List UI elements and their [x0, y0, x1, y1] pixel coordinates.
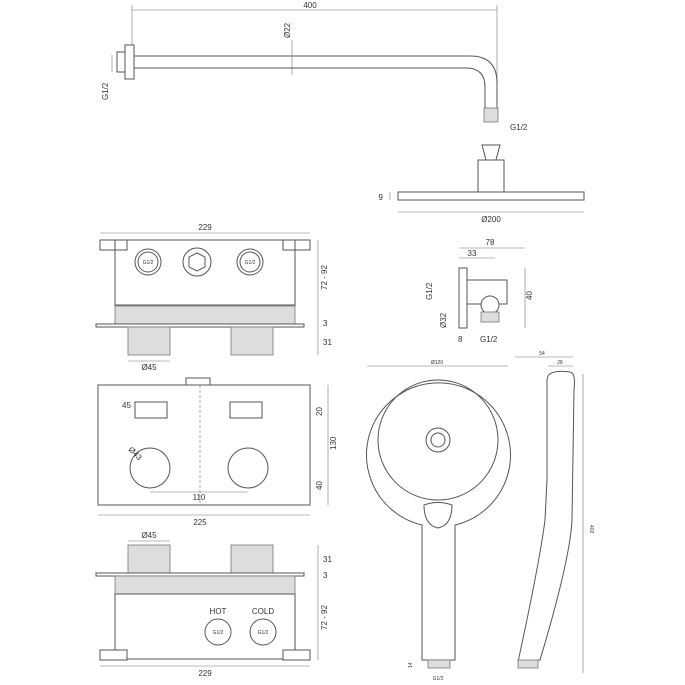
outlet-height-label: 40 — [525, 291, 534, 300]
cold-label: COLD — [252, 607, 274, 616]
bottom-plate-label: 3 — [323, 571, 328, 580]
hand-length-label: 402 — [588, 525, 594, 534]
front-knob-circle-label: Ø43 — [127, 445, 144, 462]
outlet-thread-label: G1/2 — [425, 282, 434, 300]
hand-thread-label: G1/2 — [433, 676, 444, 682]
top-plate-label: 3 — [323, 319, 328, 328]
front-knob-spacing-label: 110 — [193, 493, 206, 502]
hand-head-diameter-label: Ø120 — [431, 360, 443, 366]
hand-shower-drawing: Ø120 14 G1/2 54 28 402 — [366, 351, 594, 682]
valve-bottom-view: Ø45 HOT COLD G1/2 G1/2 31 3 72 - 92 229 — [95, 531, 332, 678]
bottom-port-right-label: G1/2 — [258, 630, 269, 636]
hand-head-depth-label: 28 — [557, 360, 563, 366]
rain-head-diameter-label: Ø200 — [481, 215, 501, 224]
valve-top-view: 229 G1/2 G1/2 72 - 92 3 31 Ø45 — [95, 223, 332, 372]
front-knob-offset-label: 40 — [315, 481, 324, 490]
shower-arm-drawing: 400 Ø22 G1/2 G1/2 — [101, 1, 528, 193]
arm-length-label: 400 — [303, 1, 317, 10]
arm-outlet-thread-label: G1/2 — [510, 123, 528, 132]
outlet-plate-label: 8 — [458, 335, 463, 344]
top-knob-height-label: 31 — [323, 338, 332, 347]
front-slot-height-label: 20 — [315, 407, 324, 416]
rain-head-thickness-label: 9 — [379, 193, 384, 202]
front-height-label: 130 — [329, 436, 338, 450]
hand-depth-label: 54 — [539, 351, 545, 357]
outlet-outlet-thread-label: G1/2 — [480, 335, 498, 344]
wall-outlet-drawing: 78 33 G1/2 40 Ø32 8 G1/2 — [425, 238, 534, 344]
outlet-depth-label: 78 — [486, 238, 495, 247]
bottom-width-label: 229 — [198, 669, 212, 678]
arm-diameter-label: Ø22 — [283, 22, 292, 38]
bottom-knob-diameter-label: Ø45 — [141, 531, 157, 540]
bottom-knob-height-label: 31 — [323, 555, 332, 564]
bottom-port-left-label: G1/2 — [213, 630, 224, 636]
bottom-depth-label: 72 - 92 — [320, 605, 329, 630]
outlet-offset-label: 33 — [468, 249, 477, 258]
valve-front-view: 45 20 Ø43 130 110 40 225 — [97, 377, 338, 527]
hand-thread-length-label: 14 — [408, 662, 414, 668]
hot-label: HOT — [210, 607, 227, 616]
top-knob-diameter-label: Ø45 — [141, 363, 157, 372]
front-width-label: 225 — [193, 518, 207, 527]
top-width-label: 229 — [198, 223, 212, 232]
top-depth-label: 72 - 92 — [320, 265, 329, 290]
top-port-right-label: G1/2 — [245, 260, 256, 266]
front-slot-width-label: 45 — [122, 401, 131, 410]
arm-wall-thread-label: G1/2 — [101, 82, 110, 100]
outlet-diameter-label: Ø32 — [439, 312, 448, 328]
rain-head-drawing: 9 Ø200 — [379, 191, 585, 224]
top-port-left-label: G1/2 — [143, 260, 154, 266]
